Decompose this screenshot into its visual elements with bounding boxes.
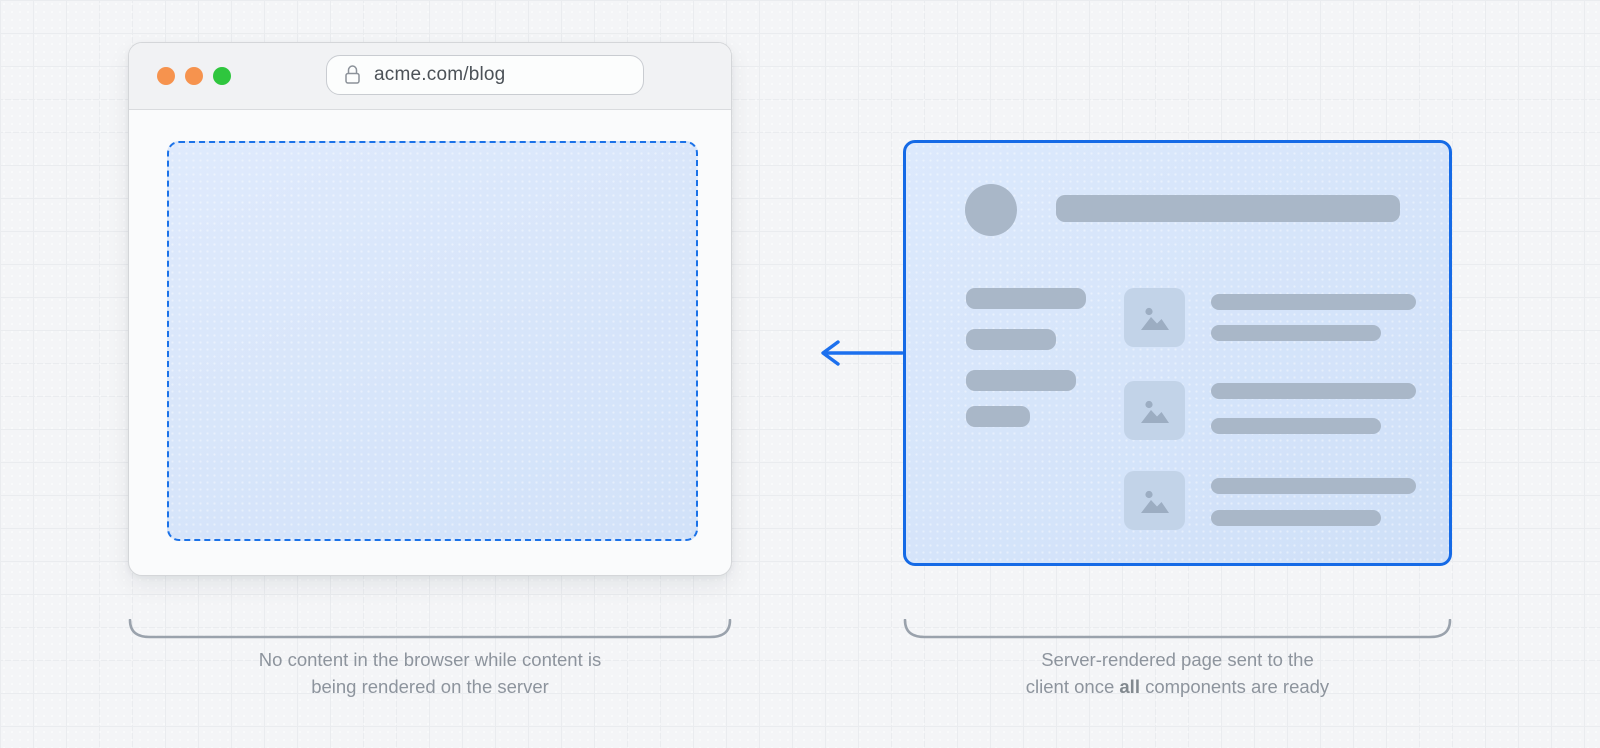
avatar-placeholder (965, 184, 1017, 236)
text-skeleton-bar (1211, 383, 1416, 399)
sidebar-skeleton-bar (966, 288, 1086, 309)
lock-icon (345, 65, 360, 84)
image-icon (1140, 307, 1169, 330)
text-skeleton-bar (1211, 325, 1381, 341)
sidebar-skeleton-bar (966, 329, 1056, 350)
window-minimize-button[interactable] (185, 67, 203, 85)
brace-right (903, 619, 1452, 639)
title-skeleton-bar (1056, 195, 1400, 222)
empty-content-placeholder (167, 141, 698, 541)
arrow-left-icon (821, 340, 904, 366)
url-text: acme.com/blog (374, 64, 506, 85)
caption-server: Server-rendered page sent to the client … (903, 646, 1452, 700)
image-placeholder (1124, 381, 1185, 440)
browser-window: acme.com/blog (128, 42, 732, 576)
image-placeholder (1124, 471, 1185, 530)
image-placeholder (1124, 288, 1185, 347)
window-close-button[interactable] (157, 67, 175, 85)
image-icon (1140, 490, 1169, 513)
server-rendered-page (903, 140, 1452, 566)
caption-line: client once all components are ready (1025, 676, 1330, 697)
caption-browser: No content in the browser while content … (128, 646, 732, 700)
text-skeleton-bar (1211, 418, 1381, 434)
browser-titlebar: acme.com/blog (129, 43, 731, 110)
url-bar[interactable]: acme.com/blog (326, 55, 644, 95)
window-zoom-button[interactable] (213, 67, 231, 85)
caption-line: being rendered on the server (311, 676, 549, 697)
image-icon (1140, 400, 1169, 423)
caption-line: Server-rendered page sent to the (1041, 649, 1314, 670)
brace-left (128, 619, 732, 639)
text-skeleton-bar (1211, 478, 1416, 494)
traffic-lights (157, 67, 231, 85)
text-skeleton-bar (1211, 510, 1381, 526)
sidebar-skeleton-bar (966, 406, 1030, 427)
text-skeleton-bar (1211, 294, 1416, 310)
sidebar-skeleton-bar (966, 370, 1076, 391)
caption-line: No content in the browser while content … (258, 649, 602, 670)
